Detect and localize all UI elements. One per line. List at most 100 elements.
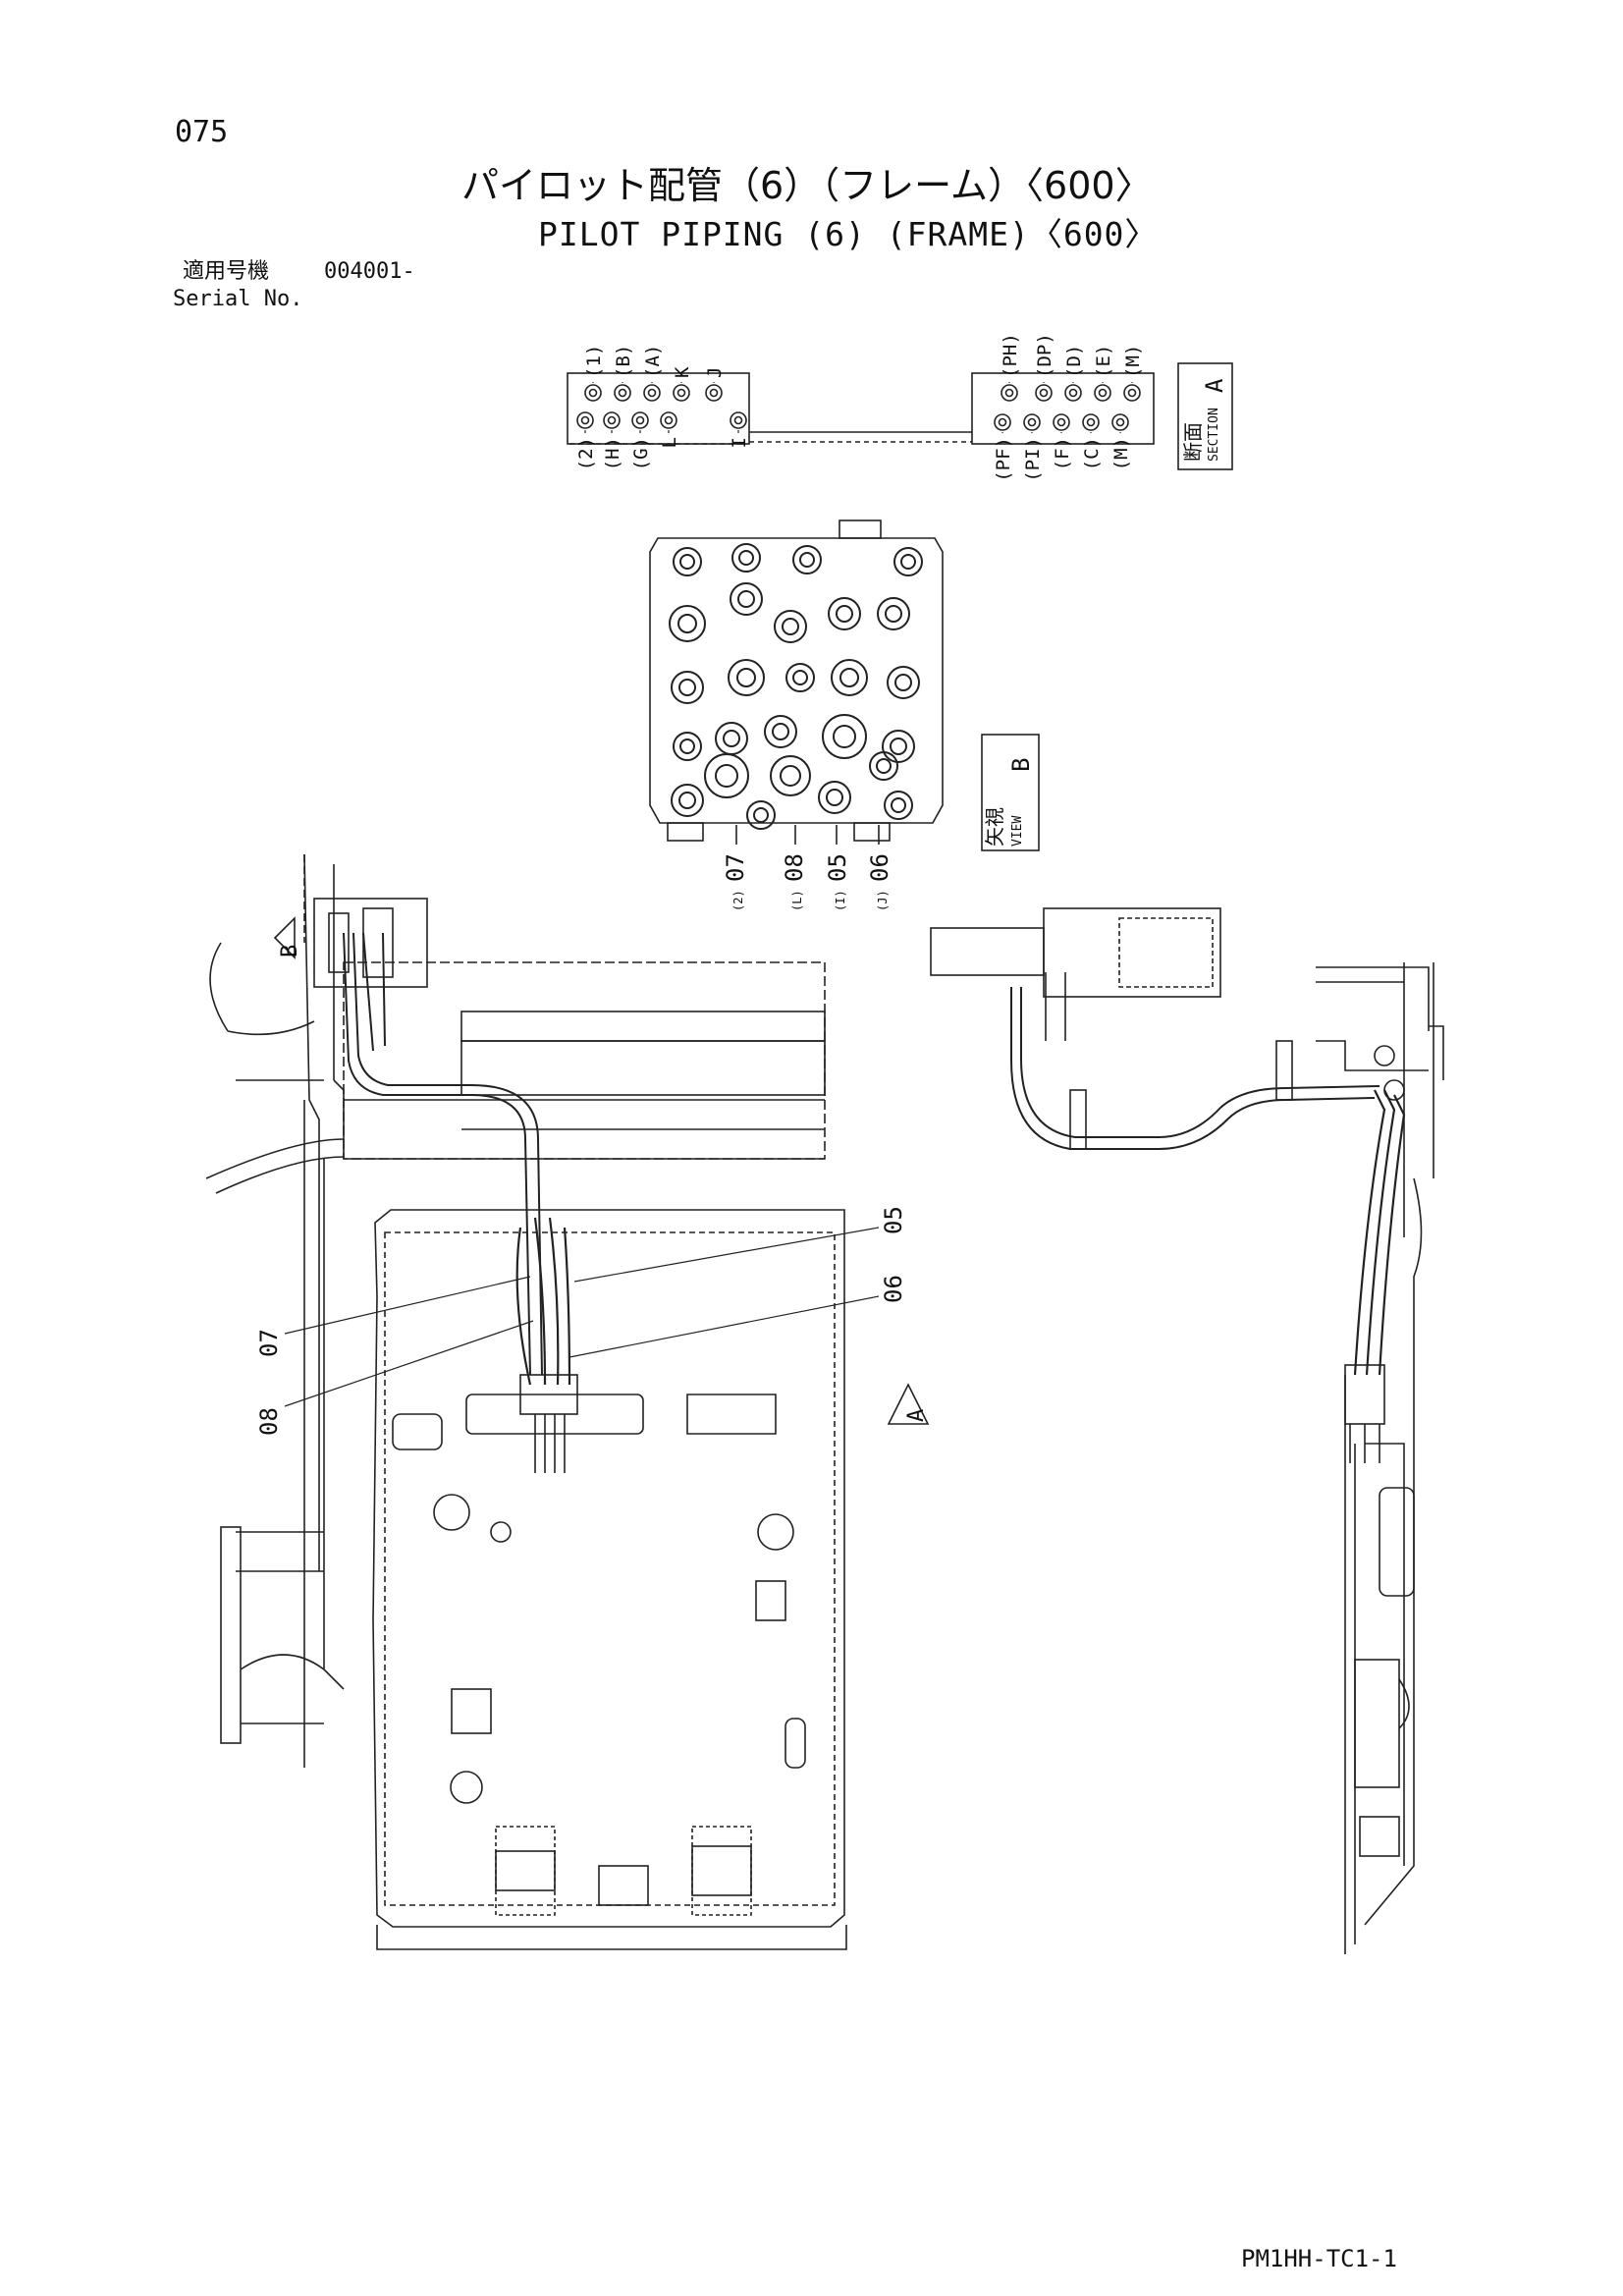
section-a-top-right-port (1001, 384, 1018, 402)
section-a-top-left-port-core (709, 388, 719, 398)
title-japanese: パイロット配管（6）（フレーム）〈600〉 (461, 164, 1153, 207)
section-a-top-right-labels: (PH)(DP)(D)(E)(M) (1000, 333, 1144, 383)
section-a-bottom-left-port (576, 411, 594, 429)
valve-port (882, 730, 915, 763)
section-a-bottom-left-port-core (607, 415, 617, 425)
main-frame-view (205, 853, 930, 1950)
valve-port (884, 791, 913, 820)
valve-port-inner (799, 552, 815, 568)
section-a-top-right-label: (M) (1122, 345, 1144, 378)
serial-label-japanese: 適用号機 (183, 259, 270, 284)
serial-label-english: Serial No. (173, 287, 303, 311)
view-b-tag-en: VIEW (1010, 816, 1025, 847)
valve-port-inner (780, 765, 801, 787)
section-a-top-right-port (1064, 384, 1082, 402)
section-a-bottom-right-port-core (1115, 417, 1125, 427)
valve-port (728, 659, 765, 696)
section-a-bottom-right-label: (PI) (1022, 437, 1044, 482)
callout-05: 05 (880, 1206, 907, 1234)
section-a-bottom-right-port-core (1027, 417, 1037, 427)
section-a-bottom-right-port (1053, 413, 1070, 431)
section-a-top-left-label: K (672, 366, 693, 378)
section-a-top-left-port-core (647, 388, 657, 398)
valve-port-inner (836, 605, 853, 623)
valve-port (887, 666, 920, 699)
section-a-bottom-left-label: (H) (602, 437, 623, 470)
arrow-a-symbol (887, 1383, 930, 1425)
valve-port (869, 751, 898, 781)
section-a-bottom-left-label: I (729, 437, 750, 448)
arrow-a-label: A (904, 1409, 929, 1422)
section-a-tag-letter: A (1201, 378, 1228, 393)
valve-port-inner (885, 605, 902, 623)
section-a-top-right-label: (DP) (1034, 333, 1055, 378)
section-a-diagram (567, 362, 1233, 470)
section-a-bottom-right-label: (C) (1081, 437, 1103, 470)
valve-port-inner (876, 758, 892, 774)
view-b-callout-prefix: (J) (876, 890, 890, 911)
valve-port (730, 582, 763, 616)
section-a-top-left-label: J (704, 367, 726, 378)
valve-port (671, 784, 704, 817)
section-a-top-left-label: (1) (583, 345, 605, 378)
valve-port (673, 732, 702, 761)
section-a-bottom-right-labels: (PF)(PI)(F)(C)(M) (993, 432, 1132, 482)
valve-port-inner (678, 679, 696, 696)
section-a-bottom-right-port (1111, 413, 1129, 431)
valve-port-inner (715, 764, 738, 788)
section-a-bottom-right-port (994, 413, 1011, 431)
valve-port-inner (839, 668, 859, 687)
section-a-top-left-port (614, 384, 631, 402)
section-a-bottom-right-port (1082, 413, 1100, 431)
valve-port-inner (738, 550, 754, 566)
valve-port (673, 547, 702, 576)
callout-07: 07 (255, 1329, 283, 1357)
title-english: PILOT PIPING (6) (FRAME)〈600〉 (538, 215, 1159, 253)
section-a-bottom-right-label: (F) (1052, 437, 1073, 470)
view-b-callout-number: 05 (824, 853, 851, 882)
section-a-bottom-left-port-core (664, 415, 674, 425)
section-a-top-right-port-core (1127, 388, 1137, 398)
valve-port (877, 597, 910, 630)
view-b-diagram (649, 519, 1040, 851)
view-b-callout-number: 06 (866, 853, 893, 882)
section-a-bottom-left-port (603, 411, 621, 429)
valve-port-inner (677, 614, 697, 633)
section-a-top-right-label: (PH) (1000, 333, 1021, 378)
view-b-callout-number: 08 (781, 853, 808, 882)
valve-port-inner (737, 590, 755, 608)
section-a-bottom-left-port-core (733, 415, 743, 425)
valve-port (731, 543, 761, 573)
callout-06: 06 (880, 1275, 907, 1303)
valve-port (669, 605, 706, 642)
section-a-top-left-port-core (588, 388, 598, 398)
valve-port (715, 722, 748, 755)
valve-port-inner (891, 797, 906, 813)
valve-port-inner (890, 738, 907, 755)
callout-08: 08 (255, 1407, 283, 1436)
section-a-top-right-port-core (1039, 388, 1049, 398)
arrow-b-symbol (273, 916, 296, 959)
valve-port-inner (753, 807, 769, 823)
section-a-bottom-right-label: (M) (1110, 437, 1132, 470)
section-a-bottom-right-port-core (998, 417, 1007, 427)
view-b-callouts: (2)07(L)08(I)05(J)06 (722, 853, 893, 911)
document-code: PM1HH-TC1-1 (1241, 2245, 1397, 2272)
section-a-top-right-port (1035, 384, 1053, 402)
section-a-tag-box (1177, 362, 1233, 470)
section-a-top-right-label: (D) (1063, 345, 1085, 378)
valve-port (774, 610, 807, 643)
valve-port-inner (894, 674, 912, 691)
view-b-tag-letter: B (1007, 758, 1035, 772)
valve-port-inner (723, 730, 740, 747)
view-b-callout-number: 07 (722, 853, 749, 882)
arrow-b-label: B (278, 945, 302, 957)
section-a-bottom-left-label: L (659, 437, 680, 448)
view-b-tag-jp: 矢視 (983, 807, 1006, 847)
section-a-top-right-port (1094, 384, 1111, 402)
section-a-tag-en: SECTION (1207, 408, 1221, 462)
section-a-top-left-port (584, 384, 602, 402)
valve-port-inner (833, 725, 856, 748)
